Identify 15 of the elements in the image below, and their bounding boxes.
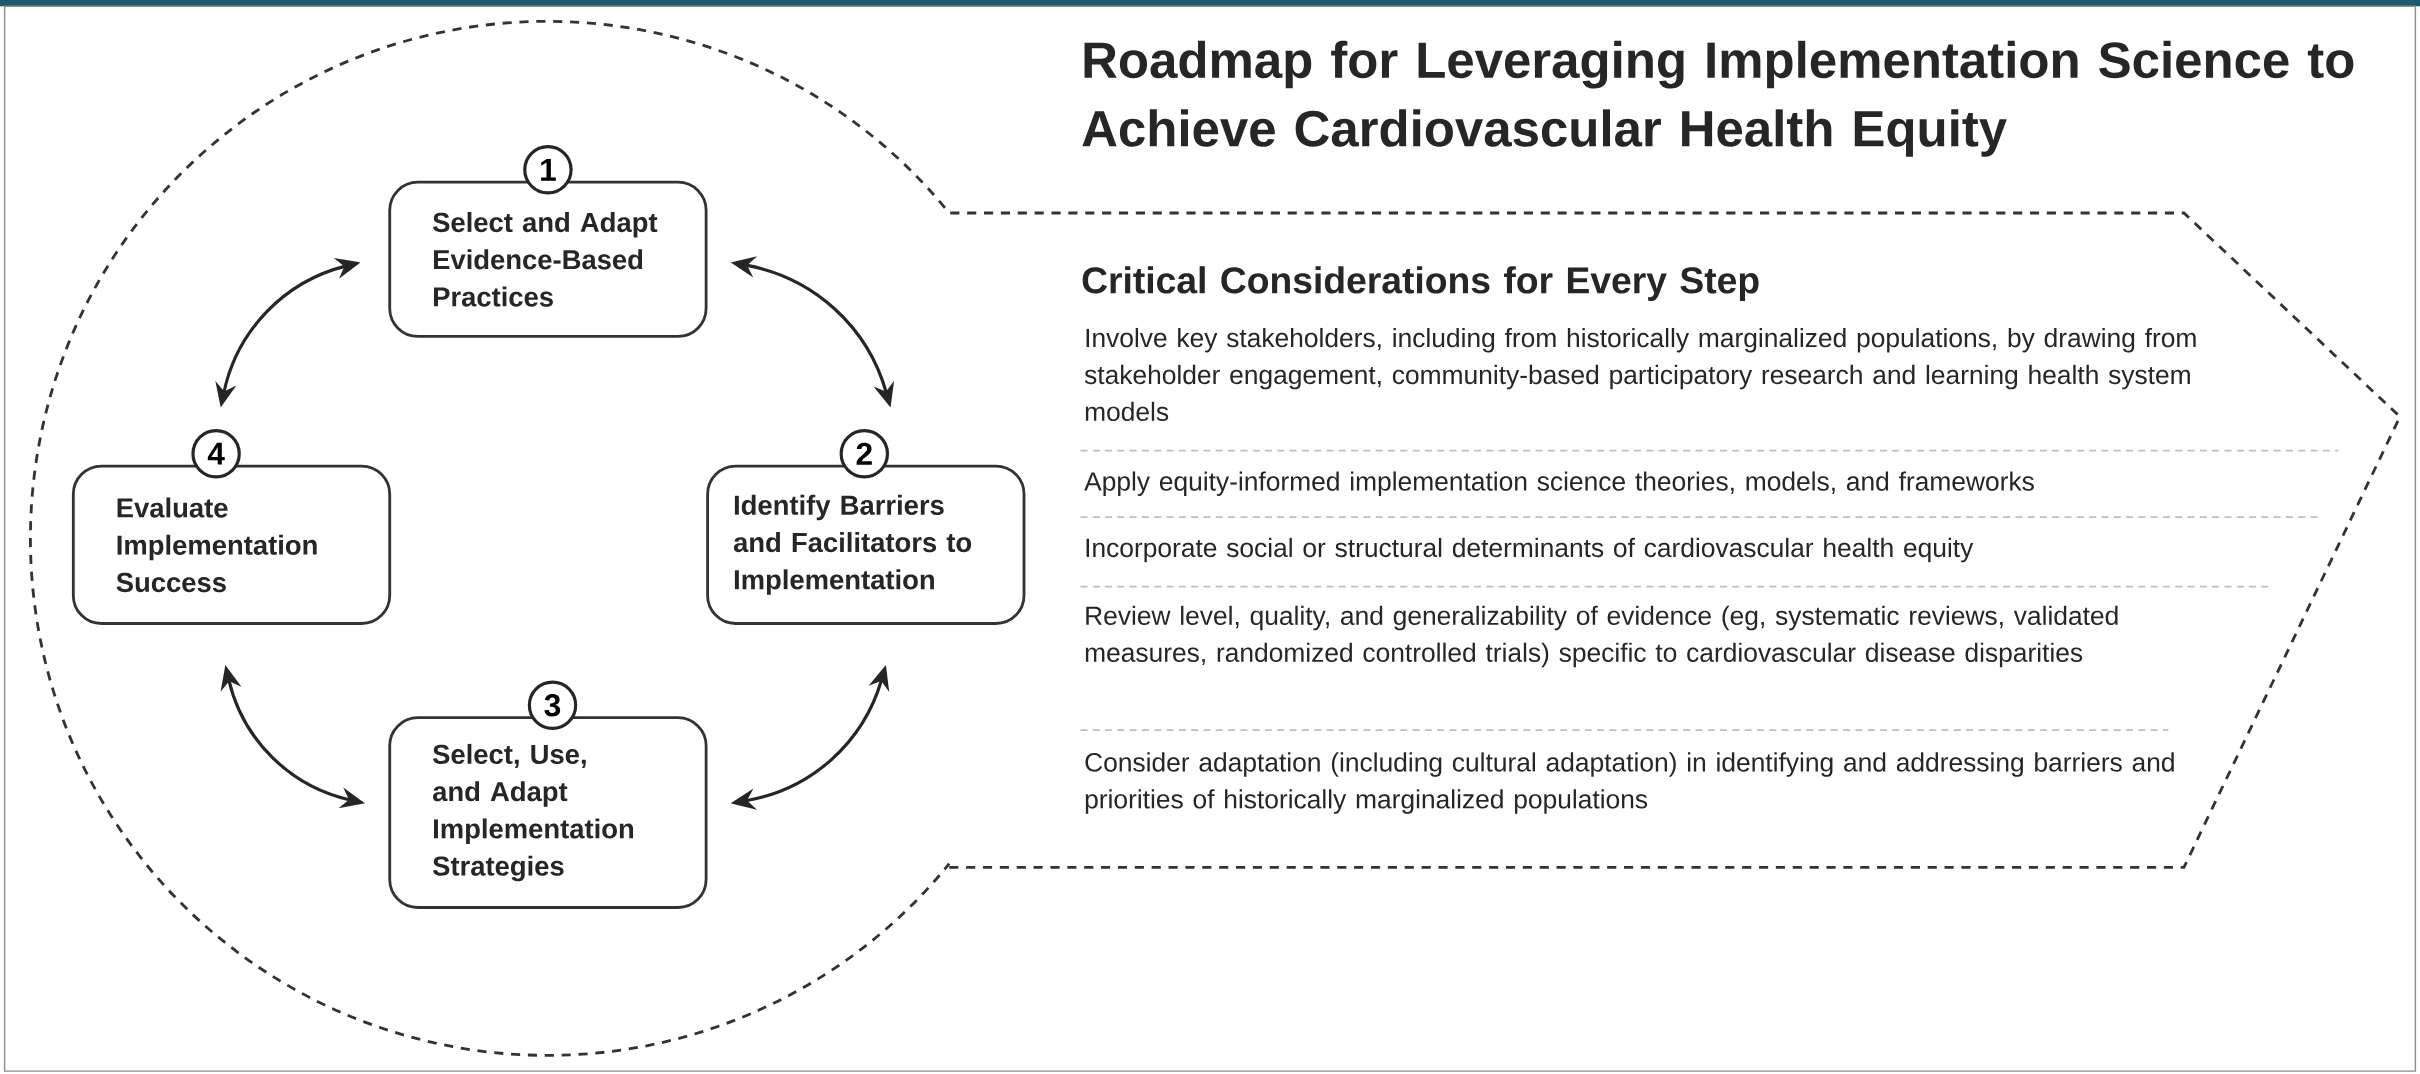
section-heading: Critical Considerations for Every Step <box>1082 266 1759 301</box>
step-number: 4 <box>191 428 241 479</box>
consideration-text: Involve key stakeholders, including from historically marginalized populations, by drawing from stakeholder engagement, community-based participatory research and learning health system models <box>1084 327 2196 421</box>
step-box: Identify Barriers and Facilitators to Implementation <box>706 464 1026 625</box>
consideration-text: Review level, quality, and generalizability of evidence (eg, systematic reviews, validated measures, randomized controlled trials) specific to cardiovascular disease disparities <box>1085 605 2118 668</box>
step-number: 2 <box>839 428 890 479</box>
step-box: Select, Use, and Adapt Implementation Strategies <box>388 716 708 909</box>
step-box: Evaluate Implementation Success <box>71 464 392 625</box>
step-number: 1 <box>523 145 573 195</box>
step-number: 3 <box>527 680 578 730</box>
title: Roadmap for Leveraging Implementation Science to Achieve Cardiovascular Health Equity <box>1082 40 2354 157</box>
consideration-text: Incorporate social or structural determinants of cardiovascular health equity <box>1086 537 1974 563</box>
consideration-text: Apply equity-informed implementation science theories, models, and frameworks <box>1084 471 2034 496</box>
step-box: Select and Adapt Evidence-Based Practices <box>388 180 708 338</box>
consideration-text: Consider adaptation (including cultural adaptation) in identifying and addressing barriers and priorities of historically marginalized populations <box>1085 752 2174 814</box>
